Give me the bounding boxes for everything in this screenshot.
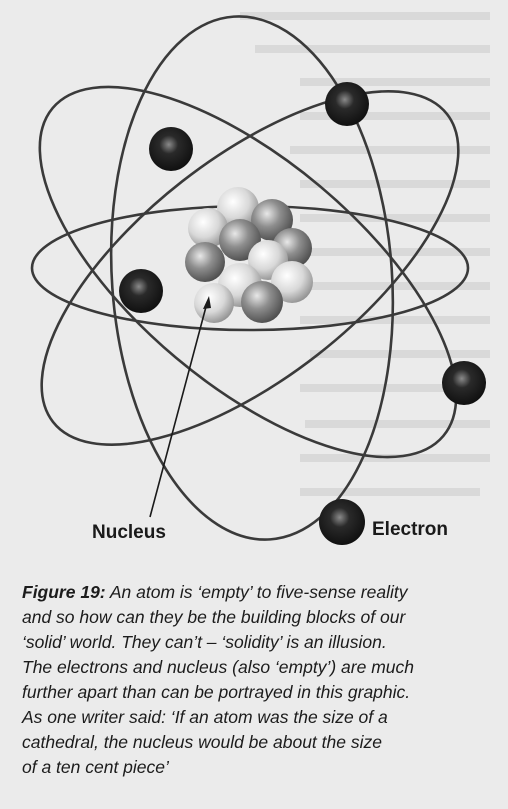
electron-label: Electron <box>372 519 449 540</box>
caption-line: As one writer said: ‘If an atom was the … <box>22 707 388 727</box>
electron <box>325 82 369 126</box>
orbit-vertical <box>109 15 395 541</box>
nucleus-pointer-arrowhead <box>203 296 211 309</box>
nucleon <box>271 261 313 303</box>
electrons <box>119 82 486 545</box>
orbit-diagonal-b <box>38 85 458 459</box>
atom-diagram <box>30 15 486 545</box>
caption-text: An atom is ‘empty’ to five-sense reality <box>105 582 408 602</box>
electron <box>319 499 365 545</box>
nucleon <box>217 187 259 229</box>
caption-line: ‘solid’ world. They can’t – ‘solidity’ i… <box>22 632 387 652</box>
electron <box>149 127 193 171</box>
nucleon <box>188 208 228 248</box>
nucleon <box>185 242 225 282</box>
caption-line: The electrons and nucleus (also ‘empty’)… <box>22 657 414 677</box>
orbit-diagonal-a <box>40 90 460 446</box>
electron <box>442 361 486 405</box>
nucleon <box>241 281 283 323</box>
nucleon <box>194 283 234 323</box>
figure-caption: Figure 19: An atom is ‘empty’ to five-se… <box>22 580 492 780</box>
electron <box>119 269 163 313</box>
figure-number: Figure 19: <box>22 582 106 602</box>
caption-line: cathedral, the nucleus would be about th… <box>22 732 382 752</box>
caption-line: and so how can they be the building bloc… <box>22 607 406 627</box>
caption-line: Figure 19: An atom is ‘empty’ to five-se… <box>22 580 492 605</box>
nucleus-pointer-line <box>149 302 208 518</box>
caption-line: further apart than can be portrayed in t… <box>22 682 411 702</box>
nucleus-label: Nucleus <box>92 522 166 543</box>
caption-line: of a ten cent piece’ <box>22 757 169 777</box>
nucleus <box>185 187 313 323</box>
orbits <box>30 15 470 541</box>
